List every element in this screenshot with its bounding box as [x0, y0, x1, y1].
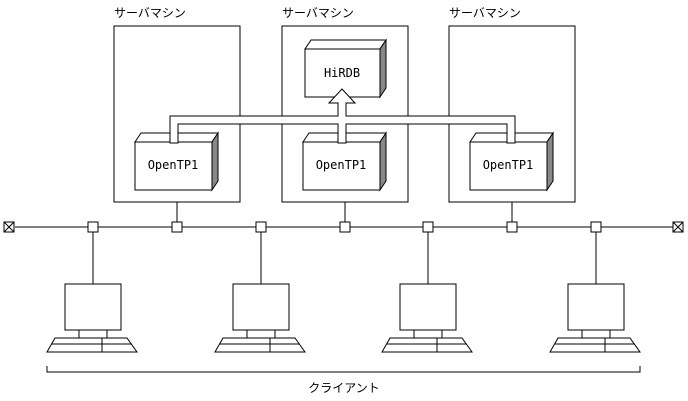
client-group [46, 232, 641, 353]
clients-label: クライアント [308, 381, 380, 395]
connector-server-2 [339, 221, 351, 233]
network-bus [3, 202, 684, 233]
connector-client-2 [255, 221, 267, 233]
monitor [64, 283, 122, 331]
opentp1-box-1: OpenTP1 [134, 131, 219, 192]
connector-client-1 [87, 221, 99, 233]
keyboard [381, 337, 473, 353]
terminator-right [672, 221, 684, 233]
opentp1-label-3: OpenTP1 [483, 158, 534, 172]
server-label-1: サーバマシン [114, 6, 186, 20]
access-arrow [169, 88, 516, 144]
connector-client-3 [422, 221, 434, 233]
monitor [232, 283, 290, 331]
opentp1-box-2: OpenTP1 [302, 131, 387, 192]
monitor [567, 283, 625, 331]
monitor [399, 283, 457, 331]
connector-server-3 [506, 221, 518, 233]
keyboard [214, 337, 306, 353]
opentp1-label-2: OpenTP1 [316, 158, 367, 172]
clients-bracket [46, 366, 641, 373]
hirdb-box: HiRDB [304, 38, 387, 99]
hirdb-label: HiRDB [324, 66, 360, 80]
client-pc-3 [381, 232, 473, 353]
server-label-2: サーバマシン [282, 6, 354, 20]
keyboard [46, 337, 138, 353]
connector-server-1 [171, 221, 183, 233]
server-label-3: サーバマシン [449, 6, 521, 20]
terminator-left [3, 221, 15, 233]
keyboard [549, 337, 641, 353]
client-pc-4 [549, 232, 641, 353]
client-pc-2 [214, 232, 306, 353]
client-pc-1 [46, 232, 138, 353]
opentp1-label-1: OpenTP1 [148, 158, 199, 172]
connector-client-4 [590, 221, 602, 233]
